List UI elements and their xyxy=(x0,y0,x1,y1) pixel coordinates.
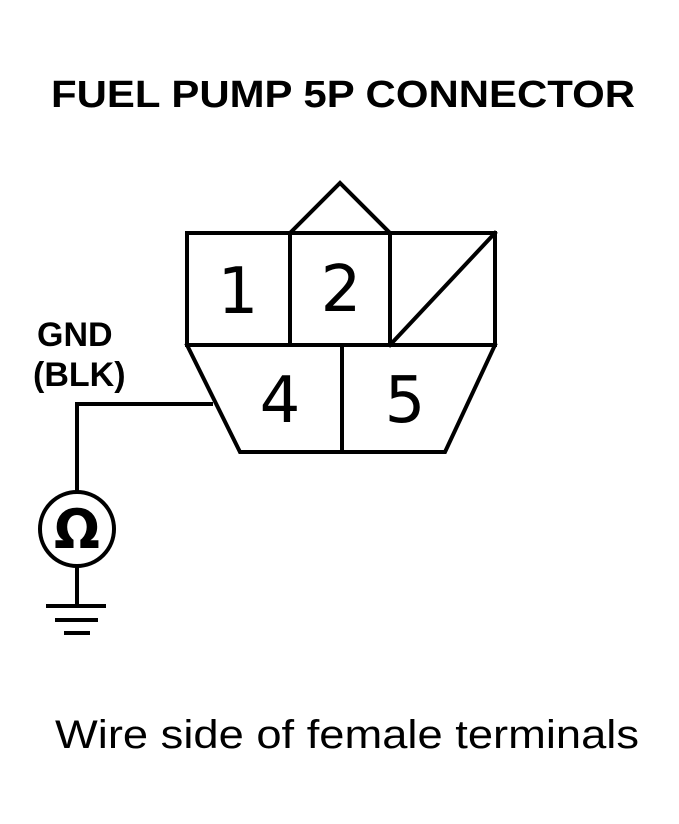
connector-body xyxy=(184,180,498,454)
ohm-symbol: Ω xyxy=(54,498,100,561)
wire-label-color: (BLK) xyxy=(33,356,126,394)
diagram-caption: Wire side of female terminals xyxy=(55,713,639,757)
test-lead-wire xyxy=(75,402,213,494)
pin-2-label: 2 xyxy=(321,253,362,327)
ohmmeter-icon: Ω xyxy=(38,490,116,568)
pin-4-label: 4 xyxy=(260,364,301,438)
wire-label-gnd: GND xyxy=(37,316,113,354)
pin-1-label: 1 xyxy=(218,255,259,329)
pin-5-label: 5 xyxy=(385,364,426,438)
connector-lock-tab xyxy=(287,180,393,236)
diagram-title: FUEL PUMP 5P CONNECTOR xyxy=(51,74,635,116)
ground-icon xyxy=(46,564,106,635)
empty-cavity-mark xyxy=(387,230,498,348)
